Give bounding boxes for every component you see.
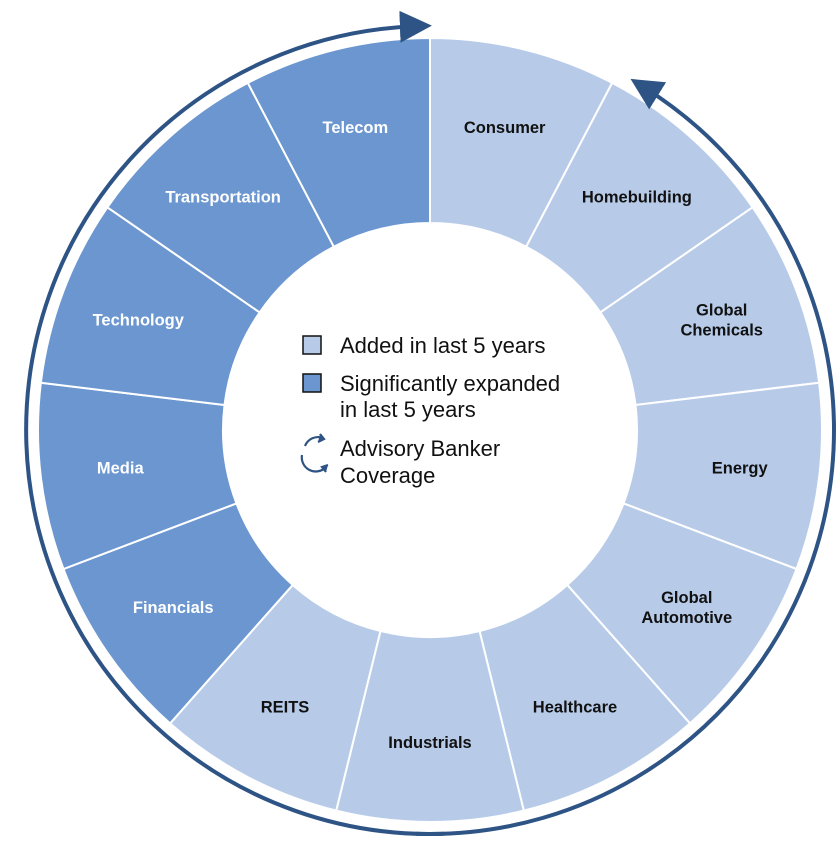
sector-label-homebuilding: Homebuilding (582, 188, 692, 206)
coverage-arc-left (24, 10, 445, 836)
sector-label-consumer: Consumer (464, 119, 546, 137)
legend-label-added: Added in last 5 years (340, 333, 545, 358)
sector-label-line: Financials (133, 599, 214, 617)
sector-label-line: Global (661, 589, 712, 607)
sector-label-line: Healthcare (533, 698, 617, 716)
sector-label-industrials: Industrials (388, 734, 471, 752)
sector-label-line: REITS (261, 698, 310, 716)
legend: Added in last 5 years Significantly expa… (300, 333, 560, 488)
sector-label-line: Telecom (322, 119, 388, 137)
sector-label-line: Technology (93, 311, 185, 329)
sector-label-line: Chemicals (680, 321, 763, 339)
sector-label-financials: Financials (133, 599, 214, 617)
sector-label-transportation: Transportation (165, 188, 281, 206)
sector-label-reits: REITS (261, 698, 310, 716)
legend-label-coverage-2: Coverage (340, 463, 435, 488)
sector-label-line: Energy (712, 460, 769, 478)
sector-label-line: Transportation (165, 188, 281, 206)
legend-swatch-added (302, 335, 322, 355)
legend-label-expanded-1: Significantly expanded (340, 371, 560, 396)
legend-label-expanded-2: in last 5 years (340, 397, 476, 422)
sector-label-energy: Energy (712, 460, 769, 478)
legend-swatch-expanded (302, 373, 322, 393)
sector-label-line: Media (97, 460, 145, 478)
sector-label-line: Homebuilding (582, 188, 692, 206)
sector-label-healthcare: Healthcare (533, 698, 617, 716)
sector-label-technology: Technology (93, 311, 185, 329)
sector-label-line: Industrials (388, 734, 471, 752)
legend-label-coverage-1: Advisory Banker (340, 436, 500, 461)
sector-label-line: Consumer (464, 119, 546, 137)
sector-label-telecom: Telecom (322, 119, 388, 137)
coverage-arc-right (415, 78, 836, 836)
sector-segments (37, 36, 823, 823)
refresh-arrows-icon (300, 433, 329, 473)
sector-label-line: Global (696, 301, 747, 319)
sector-label-line: Automotive (641, 609, 732, 627)
sector-label-media: Media (97, 460, 145, 478)
